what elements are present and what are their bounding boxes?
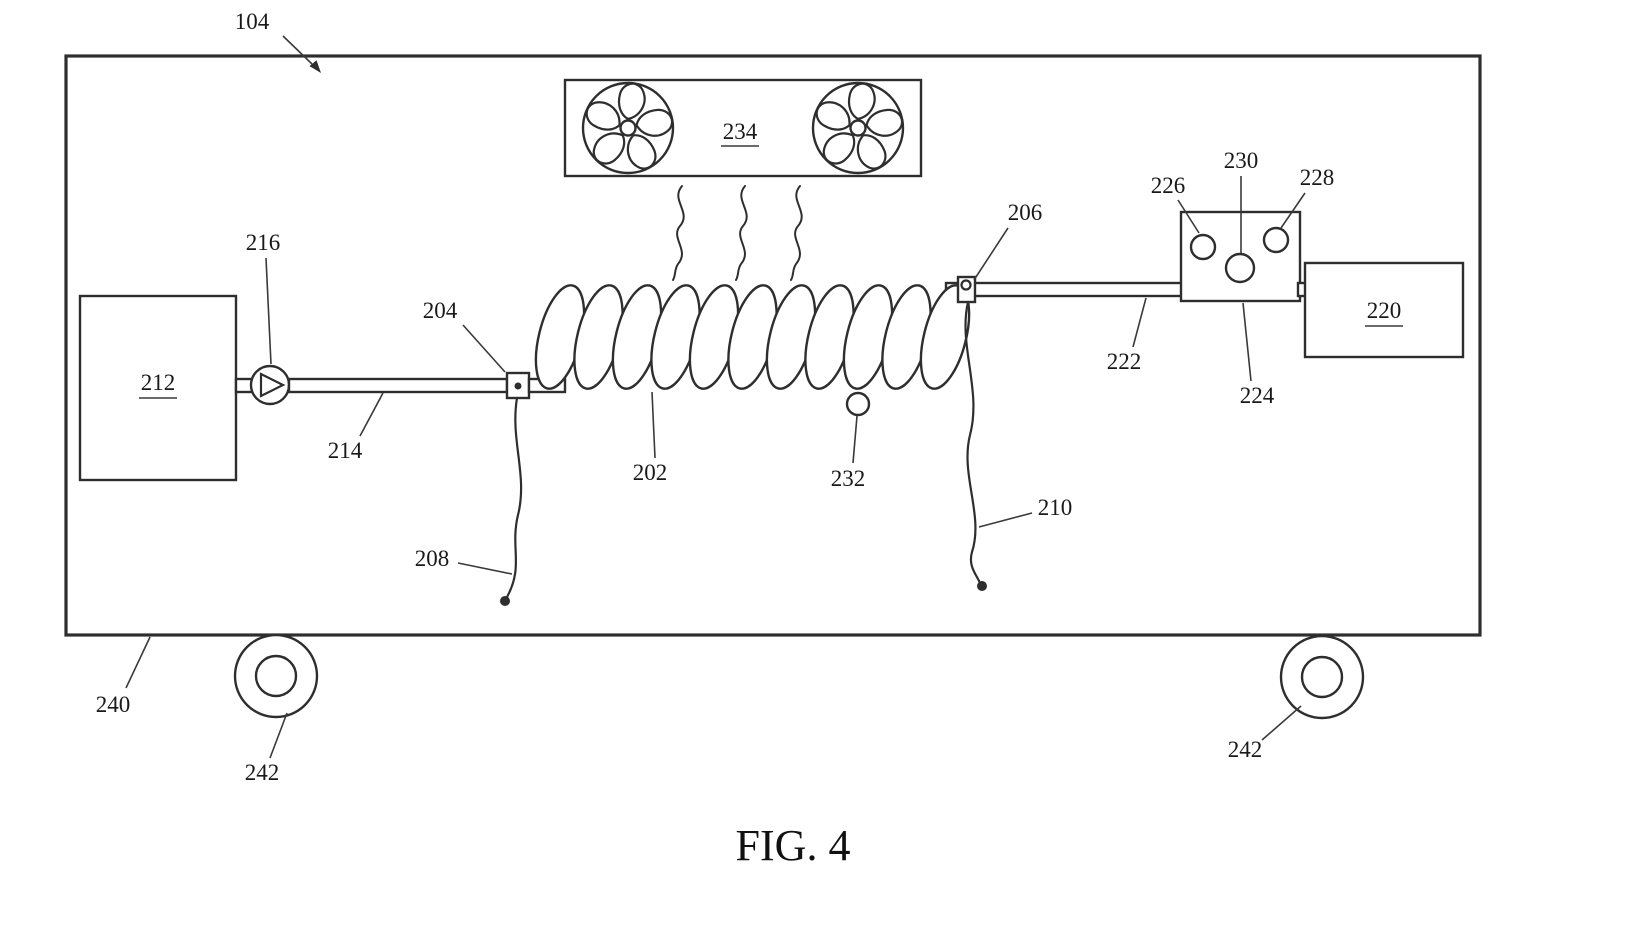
enclosure-outline [64,54,1482,637]
label-system: 104 [235,9,270,34]
heat-wave-lines [672,185,803,281]
coil [534,284,971,390]
pipe-right [944,281,1184,298]
label-sensor: 232 [831,466,866,491]
right-unit-box [1303,261,1465,359]
label-manifold: 224 [1240,383,1275,408]
port-center-icon [1224,252,1256,284]
hose-left [500,396,523,606]
label-right-unit: 220 [1367,298,1402,323]
fitting-left [505,371,531,400]
label-hose-right: 210 [1038,495,1073,520]
label-hose-left: 208 [415,546,450,571]
wheel-left-icon [233,633,319,719]
pump-icon [249,364,291,406]
label-fitting-right: 206 [1008,200,1043,225]
pipe-left [287,377,509,394]
label-port-left: 226 [1151,173,1186,198]
fan-unit [563,78,923,178]
hose-right [964,300,987,591]
arrowhead-104 [309,60,321,73]
label-fan-unit: 234 [723,119,758,144]
label-port-center: 230 [1224,148,1259,173]
label-chassis: 240 [96,692,131,717]
label-tank: 212 [141,370,176,395]
fitting-right [956,275,977,304]
label-pipe-left: 214 [328,438,363,463]
label-pump: 216 [246,230,281,255]
port-right-icon [1262,226,1290,254]
leader-lines [125,35,1306,759]
label-port-right: 228 [1300,165,1335,190]
wheel-right-icon [1279,634,1365,720]
label-wheel-left: 242 [245,760,280,785]
sensor-icon [845,391,871,417]
label-fitting-left: 204 [423,298,458,323]
label-coil: 202 [633,460,668,485]
label-pipe-right: 222 [1107,349,1142,374]
port-left-icon [1189,233,1217,261]
figure-caption: FIG. 4 [736,821,851,870]
tank-box [78,294,238,482]
label-wheel-right: 242 [1228,737,1263,762]
